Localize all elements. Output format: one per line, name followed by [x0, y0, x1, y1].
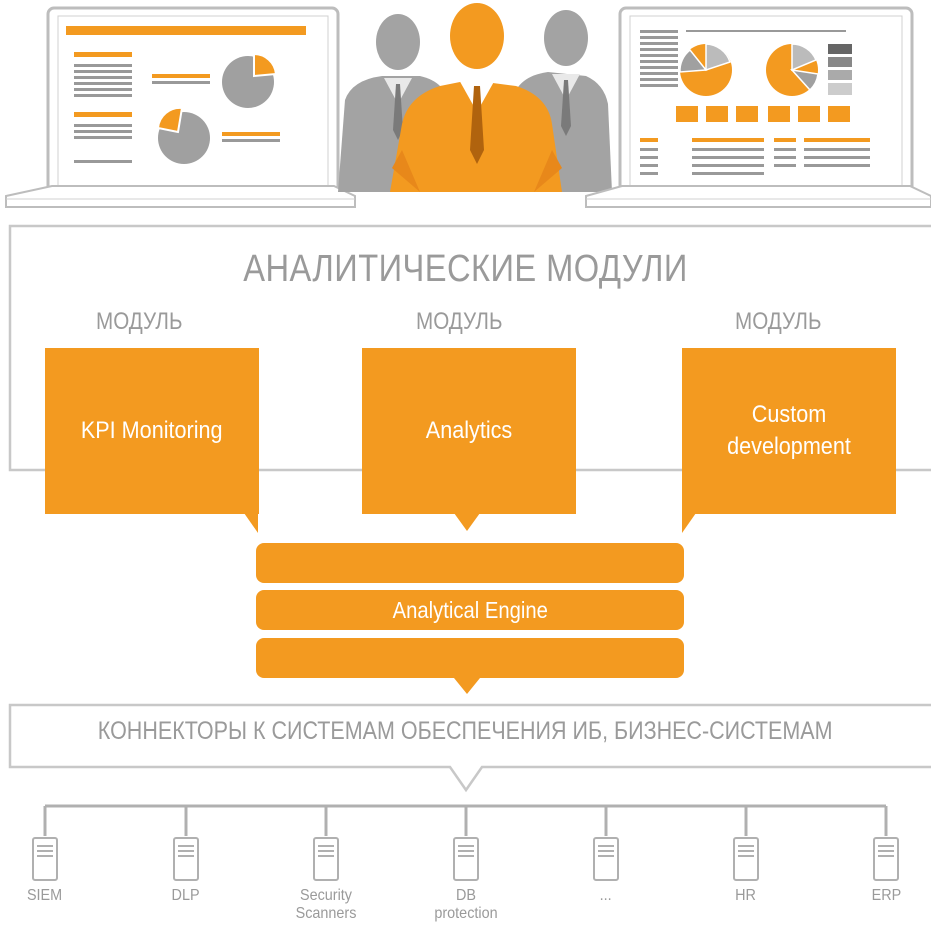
laptop-dashboard-icon [585, 6, 931, 208]
server-icon [873, 837, 899, 881]
system-label-siem: SIEM [27, 887, 63, 904]
module-box-kpi-monitoring: KPI Monitoring [45, 348, 259, 514]
server-icon [173, 837, 199, 881]
engine-label: Analytical Engine [392, 596, 548, 623]
module-box-custom-development: Custom development [682, 348, 896, 514]
engine-layer-bottom [256, 638, 684, 678]
module-box-analytics: Analytics [362, 348, 576, 514]
laptop-dashboard-icon [5, 6, 356, 208]
module-caption: МОДУЛЬ [735, 308, 822, 335]
server-icon [593, 837, 619, 881]
module-caption: МОДУЛЬ [416, 308, 503, 335]
server-icon [733, 837, 759, 881]
diagram-title: АНАЛИТИЧЕСКИЕ МОДУЛИ [243, 248, 688, 290]
system-label-security-scanners: Security Scanners [295, 887, 357, 922]
module-label: Custom development [727, 401, 851, 460]
business-people-icon [338, 3, 612, 192]
module-label: KPI Monitoring [81, 417, 223, 444]
server-icon [32, 837, 58, 881]
system-label-db-protection: DB protection [434, 887, 498, 922]
engine-layer-middle: Analytical Engine [256, 590, 684, 630]
server-icon [313, 837, 339, 881]
module-label: Analytics [425, 417, 513, 444]
system-label-dlp: DLP [171, 887, 201, 904]
system-label-hr: HR [735, 887, 757, 904]
engine-layer-top [256, 543, 684, 583]
system-label-erp: ERP [871, 887, 901, 904]
server-icon [453, 837, 479, 881]
connectors-label: КОННЕКТОРЫ К СИСТЕМАМ ОБЕСПЕЧЕНИЯ ИБ, БИ… [98, 717, 833, 745]
top-illustration [5, 3, 931, 208]
module-caption: МОДУЛЬ [96, 308, 183, 335]
system-label-ellipsis: ... [599, 887, 613, 904]
